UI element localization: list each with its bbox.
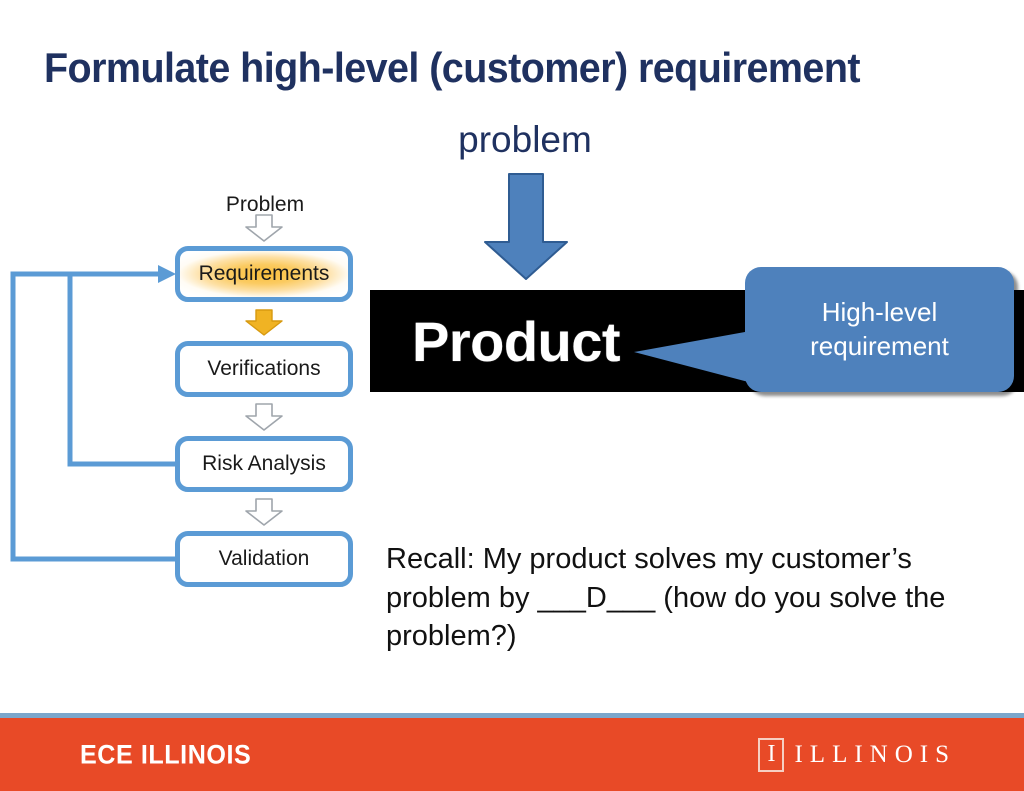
callout-tail-icon	[634, 330, 764, 386]
down-chevron-arrow-icon-orange	[243, 307, 285, 337]
body-line-3: problem?)	[386, 620, 517, 653]
callout-line-2: requirement	[810, 330, 949, 361]
callout-line-1: High-level	[821, 297, 938, 328]
flowchart-box-risk-analysis[interactable]: Risk Analysis	[175, 436, 353, 492]
product-word: Product	[412, 309, 621, 373]
down-chevron-arrow-icon	[243, 402, 285, 432]
down-chevron-arrow-icon	[243, 497, 285, 527]
page-title: Formulate high-level (customer) requirem…	[44, 44, 861, 91]
flowchart-box-label: Validation	[218, 547, 310, 570]
down-arrow-icon	[482, 172, 570, 282]
down-chevron-arrow-icon	[243, 213, 285, 243]
requirements-flowchart: Problem Requirements Verifications Risk …	[0, 185, 380, 605]
body-text: Recall: My product solves my customer’s …	[386, 540, 996, 656]
illinois-logo: I ILLINOIS	[758, 737, 956, 772]
problem-label: problem	[458, 119, 592, 160]
flowchart-box-requirements[interactable]: Requirements	[175, 246, 353, 302]
illinois-block-i-icon: I	[758, 737, 785, 772]
footer-brand: ECE ILLINOIS	[80, 739, 252, 769]
slide-footer: ECE ILLINOIS I ILLINOIS	[0, 713, 1024, 791]
illinois-wordmark: ILLINOIS	[794, 740, 956, 768]
body-line-1: Recall: My product solves my customer’s	[386, 543, 912, 575]
flowchart-top-label: Problem	[225, 193, 305, 216]
feedback-loop-connectors	[10, 265, 176, 562]
flowchart-box-label: Risk Analysis	[202, 452, 326, 475]
body-line-2: problem by ___D___ (how do you solve the	[386, 581, 946, 614]
flowchart-box-verifications[interactable]: Verifications	[175, 341, 353, 397]
flowchart-box-label: Requirements	[198, 262, 330, 285]
flowchart-box-validation[interactable]: Validation	[175, 531, 353, 587]
flowchart-box-label: Verifications	[207, 357, 321, 380]
high-level-requirement-callout: High-level requirement	[745, 267, 1014, 392]
